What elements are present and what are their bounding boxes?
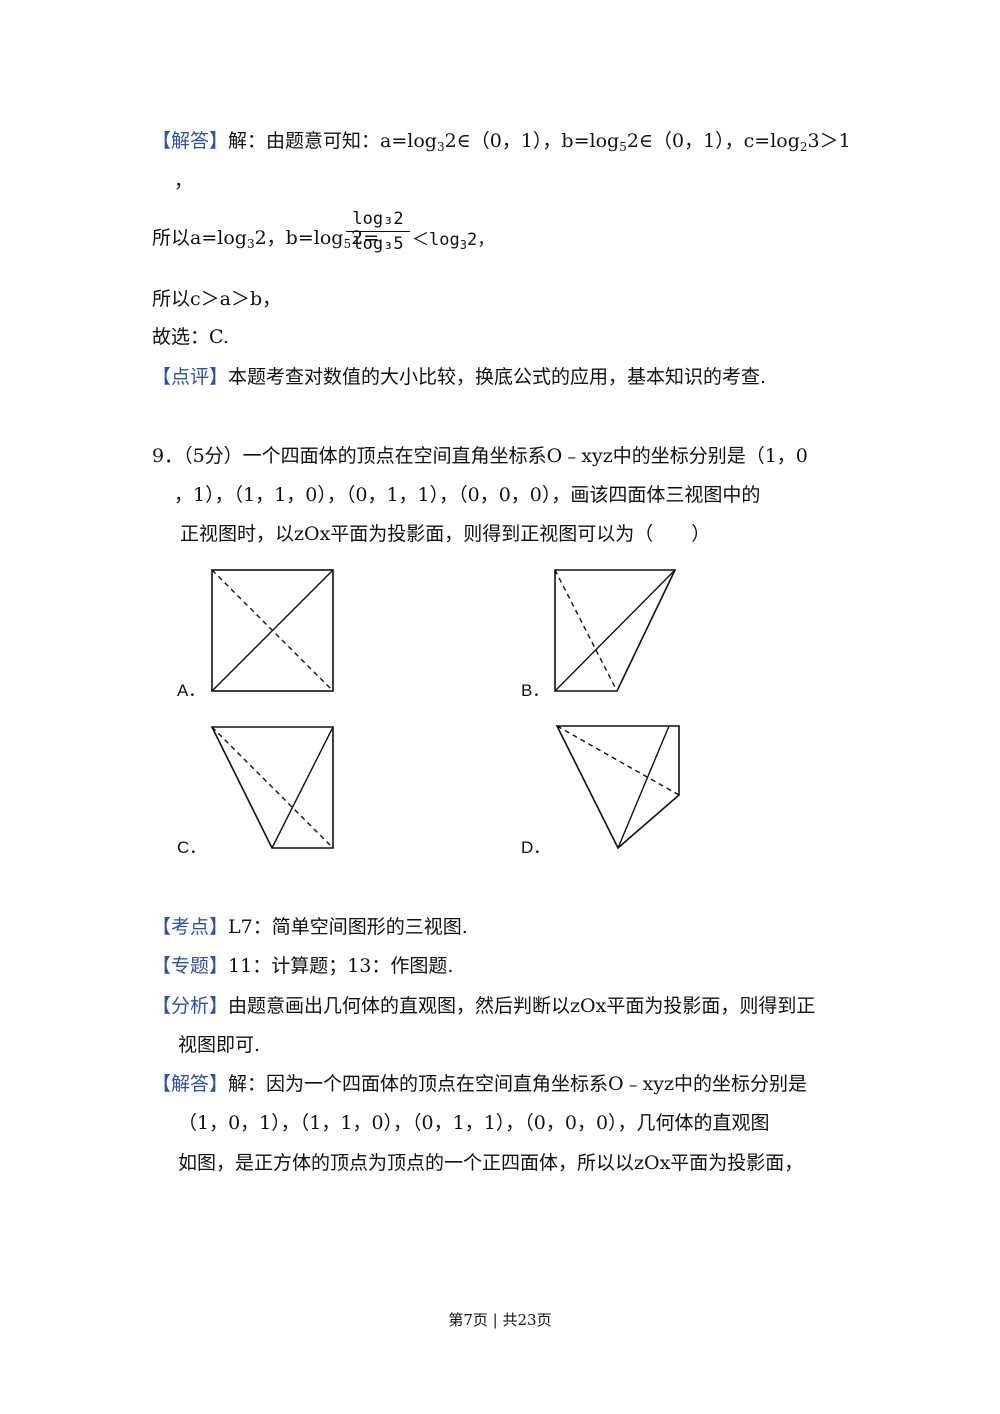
review8: 【点评】本题考查对数值的大小比较，换底公式的应用，基本知识的考查. bbox=[152, 366, 767, 388]
kaodian-tag: 【考点】 bbox=[152, 916, 229, 938]
option-a-label: A． bbox=[177, 681, 206, 700]
fraction: log₃2 log₃5 bbox=[346, 209, 410, 254]
fraction-numerator: log₃2 bbox=[352, 209, 404, 229]
zhuanti: 【专题】11：计算题；13：作图题. bbox=[152, 955, 454, 977]
square-outline bbox=[211, 569, 334, 692]
fraction-denominator: log₃5 bbox=[352, 234, 404, 254]
answer8-line2: 所以a=log32，b=log52= bbox=[152, 227, 380, 251]
answer8-line3: 所以c＞a＞b， bbox=[152, 288, 282, 310]
option-d-label: D． bbox=[521, 838, 551, 857]
answer8-line2-tail: ＜log32， bbox=[412, 230, 495, 252]
answer-tag: 【解答】 bbox=[152, 130, 229, 152]
fenxi-tag: 【分析】 bbox=[152, 995, 229, 1017]
answer8-line1: 【解答】解：由题意可知：a=log32∈（0，1），b=log52∈（0，1），… bbox=[152, 130, 851, 154]
fraction-bar bbox=[346, 231, 410, 232]
dashed-diagonal bbox=[554, 569, 618, 692]
fenxi-line1: 【分析】由题意画出几何体的直观图，然后判断以zOx平面为投影面，则得到正 bbox=[152, 995, 816, 1017]
dashed-diagonal bbox=[556, 725, 680, 796]
dashed-diagonal bbox=[211, 726, 334, 849]
solid-diagonal bbox=[554, 569, 676, 692]
jieda-line2: （1，0，1），（1，1，0），（0，1，1），（0，0，0），几何体的直观图 bbox=[178, 1112, 770, 1134]
option-b-label: B． bbox=[521, 681, 550, 700]
question9-line3: 正视图时，以zOx平面为投影面，则得到正视图可以为（ ） bbox=[180, 523, 711, 545]
fenxi-line2: 视图即可. bbox=[178, 1034, 261, 1056]
question9-line1: 9．（5分）一个四面体的顶点在空间直角坐标系O﹣xyz中的坐标分别是（1，0 bbox=[152, 445, 808, 467]
dashed-diagonal bbox=[211, 569, 334, 692]
option-d-figure bbox=[555, 725, 680, 850]
solid-edge bbox=[617, 725, 670, 849]
page-footer: 第7页 | 共23页 bbox=[448, 1311, 552, 1329]
jieda-line3: 如图，是正方体的顶点为顶点的一个正四面体，所以以zOx平面为投影面， bbox=[178, 1152, 804, 1174]
review-tag: 【点评】 bbox=[152, 366, 229, 388]
option-b-figure bbox=[554, 569, 677, 692]
solid-diagonal bbox=[271, 726, 334, 849]
option-a-figure bbox=[211, 569, 334, 692]
jieda-tag: 【解答】 bbox=[152, 1073, 229, 1095]
kaodian: 【考点】L7：简单空间图形的三视图. bbox=[152, 916, 468, 938]
quad-outline bbox=[555, 725, 680, 850]
option-c-label: C． bbox=[177, 838, 207, 857]
jieda-line1: 【解答】解：因为一个四面体的顶点在空间直角坐标系O﹣xyz中的坐标分别是 bbox=[152, 1073, 808, 1095]
question9-line2: ，1），（1，1，0），（0，1，1），（0，0，0），画该四面体三视图中的 bbox=[174, 484, 761, 506]
answer8-line4: 故选：C. bbox=[152, 326, 229, 348]
answer8-line1-cont: ， bbox=[174, 170, 194, 192]
zhuanti-tag: 【专题】 bbox=[152, 955, 229, 977]
option-c-figure bbox=[210, 726, 334, 849]
